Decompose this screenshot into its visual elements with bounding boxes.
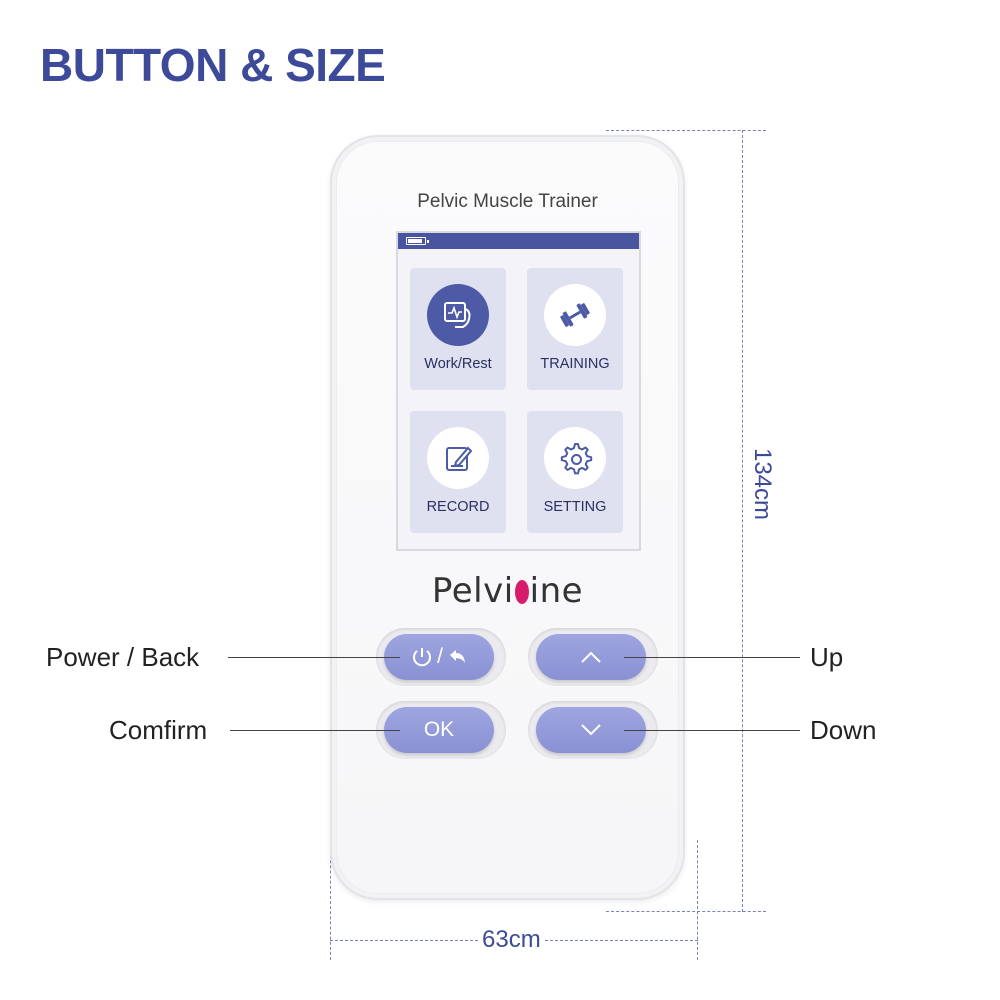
- back-arrow-icon: [449, 650, 465, 663]
- brand-mark-icon: [514, 580, 529, 604]
- leader-confirm: [230, 730, 400, 731]
- tile-label: TRAINING: [540, 356, 610, 372]
- dumbbell-icon: [544, 284, 606, 346]
- callout-power-back: Power / Back: [46, 642, 200, 672]
- ok-button-well: OK: [376, 701, 506, 759]
- callout-down: Down: [810, 715, 877, 745]
- monitor-hand-icon: [427, 284, 489, 346]
- trainer-device: Pelvic Muscle Trainer Work/Rest: [330, 135, 685, 900]
- leader-down: [624, 730, 800, 731]
- power-back-button-well: /: [376, 628, 506, 686]
- leader-up: [624, 657, 800, 658]
- leader-power-back: [228, 657, 400, 658]
- ok-button[interactable]: OK: [384, 707, 494, 753]
- width-right-tick: [697, 840, 698, 960]
- brand-logo: Pelvi ine: [336, 571, 679, 611]
- edit-icon: [427, 427, 489, 489]
- device-face: Pelvic Muscle Trainer Work/Rest: [336, 141, 679, 894]
- page-heading: BUTTON & SIZE: [40, 39, 386, 91]
- gear-icon: [544, 427, 606, 489]
- callout-confirm: Comfirm: [109, 715, 208, 745]
- battery-icon: [406, 237, 429, 245]
- tile-record[interactable]: RECORD: [410, 411, 506, 533]
- width-left-tick: [330, 840, 331, 960]
- height-top-tick: [606, 130, 766, 131]
- device-screen: Work/Rest TRAINING: [396, 231, 641, 551]
- screen-status-bar: [398, 233, 639, 249]
- brand-text-end: ine: [529, 571, 584, 611]
- tile-training[interactable]: TRAINING: [527, 268, 623, 390]
- tile-setting[interactable]: SETTING: [527, 411, 623, 533]
- height-dimension-line: [742, 130, 743, 912]
- tile-label: Work/Rest: [424, 356, 492, 372]
- power-back-separator: /: [437, 645, 443, 668]
- power-back-button[interactable]: /: [384, 634, 494, 680]
- tile-work-rest[interactable]: Work/Rest: [410, 268, 506, 390]
- device-title: Pelvic Muscle Trainer: [417, 191, 598, 212]
- callout-up: Up: [810, 642, 844, 672]
- tile-label: RECORD: [426, 499, 490, 515]
- brand-text-start: Pelvi: [431, 571, 514, 611]
- down-button-well: [528, 701, 658, 759]
- height-bottom-tick: [606, 911, 766, 912]
- width-dimension-label: 63cm: [478, 926, 545, 954]
- chevron-down-icon: [581, 724, 601, 736]
- tile-label: SETTING: [543, 499, 607, 515]
- height-dimension-label: 134cm: [748, 443, 777, 525]
- chevron-up-icon: [581, 651, 601, 663]
- power-icon: [413, 648, 432, 667]
